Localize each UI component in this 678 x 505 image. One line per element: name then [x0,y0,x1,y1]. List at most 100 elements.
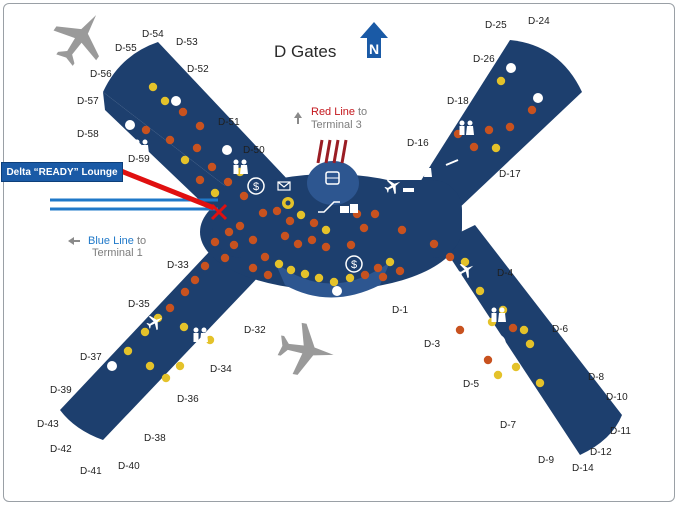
blue-line-label: Blue Line to Terminal 1 [68,235,146,259]
gate-label: D-52 [187,64,209,75]
escalator-icon [318,201,340,213]
svg-text:to: to [137,235,146,247]
seat-marker [378,272,388,282]
seat-marker [274,259,284,269]
seat-marker [385,257,395,267]
up-arrow-icon [294,112,302,124]
seat-marker [321,225,331,235]
svg-text:N: N [369,41,379,57]
seat-marker [210,237,220,247]
lounge-pointer [120,168,215,211]
seat-marker [224,227,234,237]
seat-marker [263,270,273,280]
svg-text:to: to [358,106,367,118]
svg-text:$: $ [253,181,259,193]
airplane-icon [53,15,100,66]
svg-text:$: $ [494,338,500,350]
pet-relief-icon [282,197,294,209]
seat-marker [314,273,324,283]
north-arrow-icon: N [360,22,388,58]
seat-marker [491,143,501,153]
seat-marker [296,210,306,220]
seat-marker [205,335,215,345]
svg-text:Blue Line: Blue Line [88,235,134,247]
lounge-label[interactable]: Delta “READY” Lounge [1,162,123,182]
seat-marker [286,265,296,275]
seat-marker [445,252,455,262]
seat-marker [195,121,205,131]
gate-label: D-14 [572,463,594,474]
train-icon [325,171,340,185]
gate-label: D-41 [80,466,102,477]
seat-marker [475,286,485,296]
gate-label: D-24 [528,16,550,27]
seat-marker [123,346,133,356]
seat-marker [190,275,200,285]
gate-label: D-38 [144,433,166,444]
airplane-icon [146,315,163,331]
seat-marker [307,235,317,245]
seat-marker [285,216,295,226]
gate-label: D-11 [610,426,631,437]
seat-marker [141,125,151,135]
seat-marker [373,263,383,273]
seat-marker [248,235,258,245]
seat-marker [300,269,310,279]
gate-label: D-42 [50,444,72,455]
gate-label: D-5 [463,379,480,390]
svg-text:Red Line: Red Line [311,106,355,118]
gate-label: D-34 [210,364,232,375]
airplane-icon [384,179,401,195]
seat-marker [180,155,190,165]
gate-label: D-32 [244,325,266,336]
seat-marker [429,239,439,249]
seat-marker [148,82,158,92]
seat-marker [192,143,202,153]
svg-text:Terminal 3: Terminal 3 [311,119,362,131]
gate-label: D-10 [606,392,628,403]
seat-marker [178,107,188,117]
family-restroom-icon [233,159,248,174]
seat-marker [175,361,185,371]
lounge-marker [210,203,228,221]
seat-marker [460,257,470,267]
gate-label: D-43 [37,419,59,430]
seat-marker [207,162,217,172]
svg-text:Terminal 1: Terminal 1 [92,247,143,259]
svg-text:$: $ [351,259,357,271]
gate-label: D-39 [50,385,72,396]
seat-marker [229,240,239,250]
seat-marker [161,373,171,383]
gate-label: D-26 [473,54,495,65]
seat-marker [469,142,479,152]
seat-marker [210,188,220,198]
dollar-atm-icon: $ $ $ [247,177,506,352]
gate-label: D-35 [128,299,150,310]
airplane-icon [457,263,474,279]
seat-marker [272,206,282,216]
gate-label: D-37 [80,352,102,363]
gate-label: D-58 [77,129,99,140]
gate-label: D-40 [118,461,140,472]
seat-marker [511,362,521,372]
seat-marker [180,287,190,297]
gate-label: D-8 [588,372,605,383]
restroom-icon [459,120,474,135]
seat-marker [395,266,405,276]
gate-label: D-33 [167,260,189,271]
seat-marker [235,221,245,231]
seat-marker [508,323,518,333]
seat-marker [293,239,303,249]
gate-label: D-4 [497,268,514,279]
smoking-icon [445,159,459,166]
seat-marker [346,240,356,250]
seat-marker [321,242,331,252]
gate-label: D-18 [447,96,469,107]
seat-marker [200,261,210,271]
seat-marker [360,270,370,280]
seat-marker [220,253,230,263]
seat-marker [239,191,249,201]
left-arrow-icon [68,237,80,245]
